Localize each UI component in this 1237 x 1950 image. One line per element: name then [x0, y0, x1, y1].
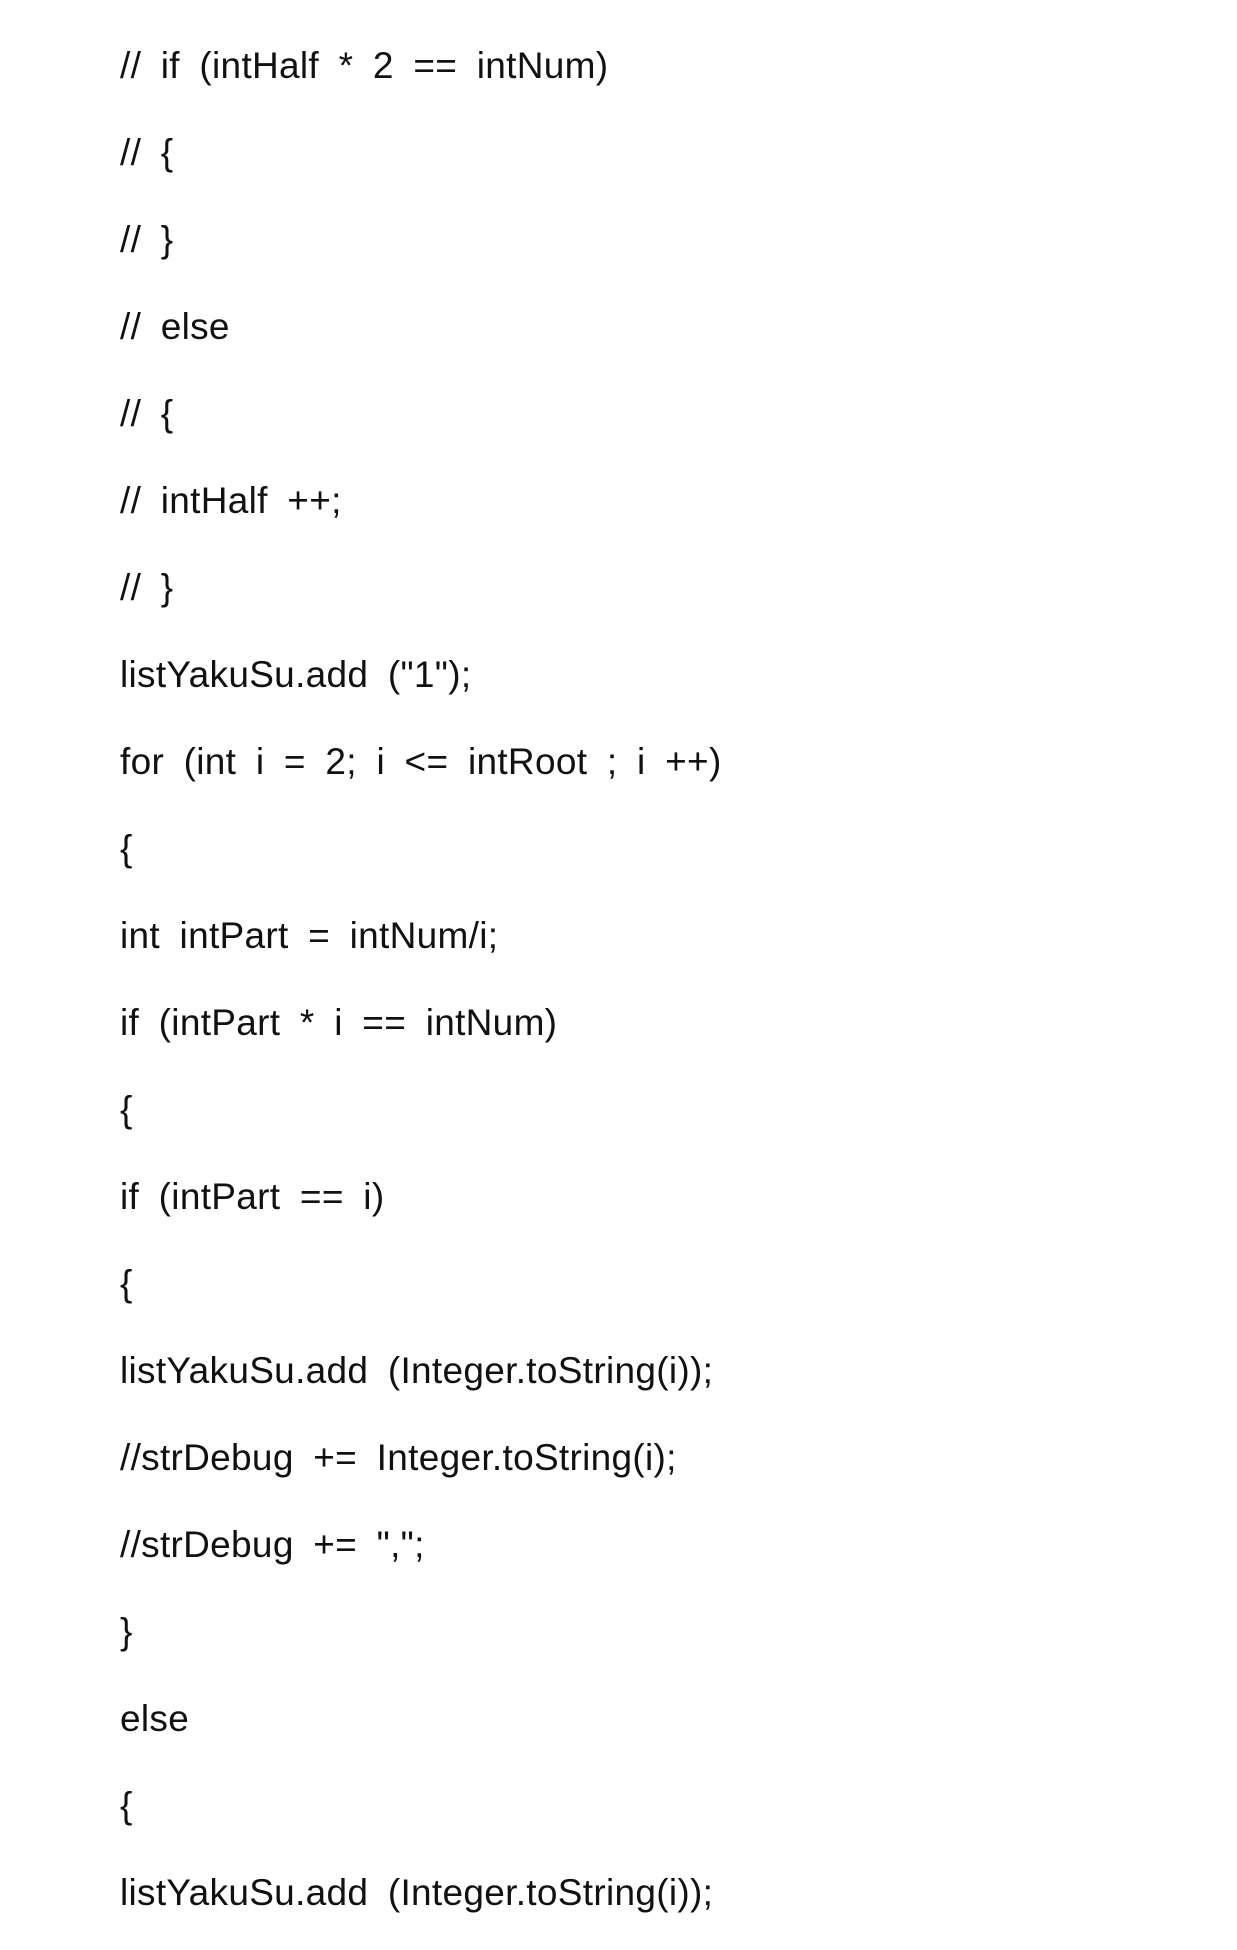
code-listing: // if (intHalf * 2 == intNum) // { // } …: [120, 36, 722, 1950]
code-line: // if (intHalf * 2 == intNum): [120, 45, 609, 86]
code-line: else: [120, 1698, 190, 1739]
code-line: }: [120, 1611, 133, 1652]
code-line: // {: [120, 393, 174, 434]
code-line: // {: [120, 132, 174, 173]
code-line: // }: [120, 567, 174, 608]
code-line: {: [120, 1785, 133, 1826]
code-line: listYakuSu.add (Integer.toString(i));: [120, 1350, 714, 1391]
code-line: for (int i = 2; i <= intRoot ; i ++): [120, 741, 722, 782]
code-line: // }: [120, 219, 174, 260]
code-line: if (intPart == i): [120, 1176, 385, 1217]
code-line: {: [120, 1089, 133, 1130]
code-line: {: [120, 1263, 133, 1304]
code-line: int intPart = intNum/i;: [120, 915, 499, 956]
code-line: // else: [120, 306, 230, 347]
code-line: if (intPart * i == intNum): [120, 1002, 558, 1043]
code-line: //strDebug += Integer.toString(i);: [120, 1437, 677, 1478]
code-line: {: [120, 828, 133, 869]
code-line: // intHalf ++;: [120, 480, 342, 521]
code-line: listYakuSu.add (Integer.toString(i));: [120, 1872, 714, 1913]
code-line: listYakuSu.add ("1");: [120, 654, 472, 695]
code-line: //strDebug += ",";: [120, 1524, 425, 1565]
